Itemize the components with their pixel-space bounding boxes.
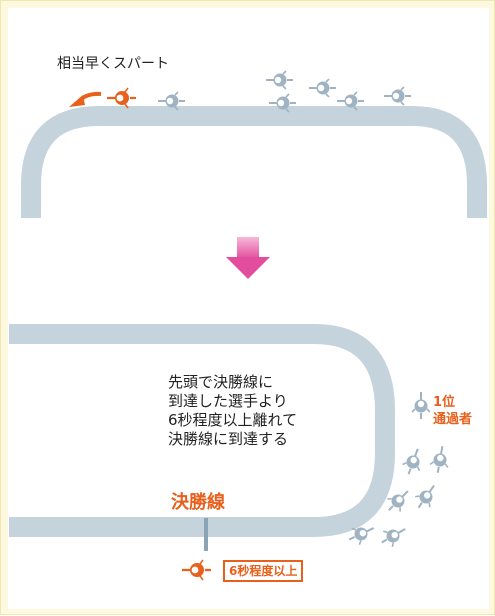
description-text: 先頭で決勝線に 到達した選手より 6秒程度以上離れて 決勝線に到達する <box>168 373 297 449</box>
gap-label: 6秒程度以上 <box>223 560 304 582</box>
cyclist-icon <box>383 86 412 106</box>
cyclist-icon <box>180 558 213 582</box>
first-place-sub: 通過者 <box>433 412 473 427</box>
cyclist-icon <box>399 444 428 479</box>
cyclist-icon <box>265 70 294 90</box>
cyclist-icon <box>427 443 453 476</box>
track-top <box>21 106 487 218</box>
cyclist-icon <box>308 78 337 98</box>
finish-line-label: 決勝線 <box>171 492 225 513</box>
description-line: 先頭で決勝線に <box>168 373 274 391</box>
top-caption: 相当早くスパート <box>57 56 169 72</box>
arrow-left-icon <box>69 91 102 107</box>
first-place-label: 1位 通過者 <box>433 394 472 428</box>
finish-line-marker <box>204 518 208 551</box>
first-place-rank: 1位 <box>433 395 456 410</box>
description-line: 決勝線に到達する <box>168 430 289 448</box>
arrow-down-icon <box>226 237 270 279</box>
description-line: 6秒程度以上離れて <box>168 411 298 429</box>
cyclist-icon <box>411 391 431 420</box>
cyclist-icon <box>410 479 443 514</box>
track-bottom <box>9 324 395 537</box>
cyclist-icon <box>105 86 138 110</box>
description-line: 到達した選手より <box>168 392 288 410</box>
cyclist-icon <box>376 520 411 552</box>
